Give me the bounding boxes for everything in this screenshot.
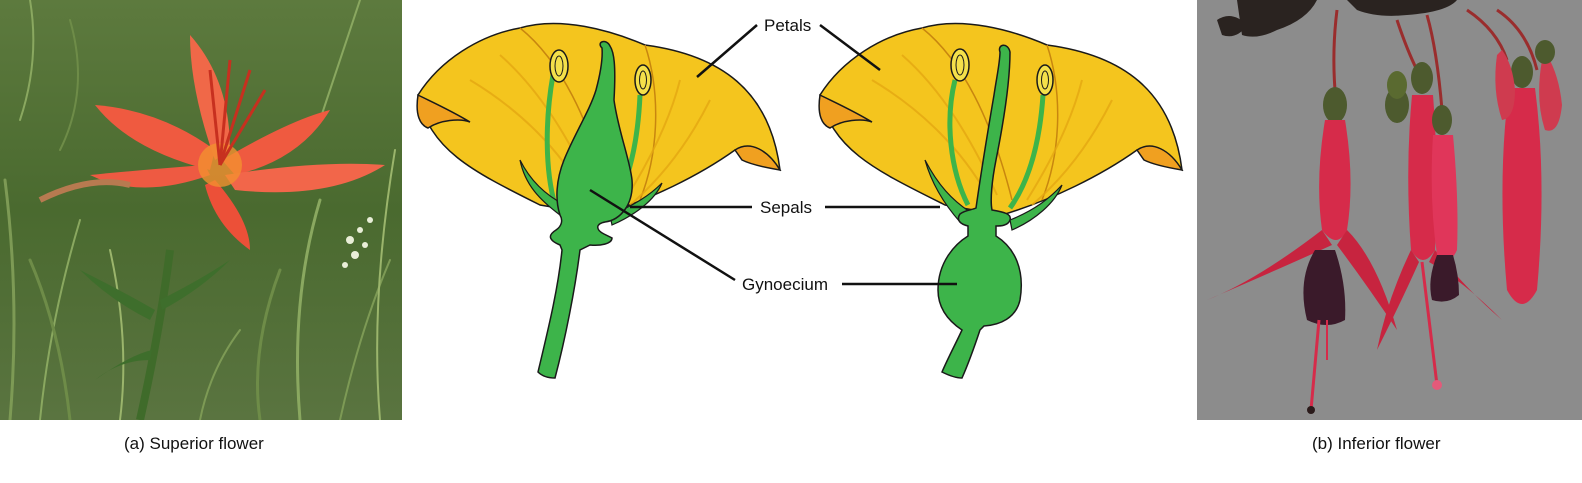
right-gynoecium [937, 44, 1022, 379]
sepals-label: Sepals [760, 198, 812, 217]
petals-leader-right [819, 24, 881, 71]
left-gynoecium [537, 40, 633, 379]
caption-superior-flower: (a) Superior flower [124, 434, 264, 453]
right-stamens [947, 48, 1054, 210]
caption-inferior-flower: (b) Inferior flower [1312, 434, 1441, 453]
left-sepals [519, 159, 663, 226]
gynoecium-leader-left [589, 188, 736, 282]
leader-lines [589, 24, 957, 286]
fuchsia-branch [1217, 0, 1457, 37]
fuchsia-bud-2 [1495, 40, 1562, 131]
superior-flower-diagram [416, 22, 782, 379]
right-sepals [924, 159, 1063, 231]
lily-stem [136, 249, 174, 420]
petals-label: Petals [764, 16, 811, 35]
inferior-flower-diagram [818, 22, 1184, 379]
lily-leaves [80, 260, 230, 380]
gynoecium-label: Gynoecium [742, 275, 828, 294]
superior-flower-photo [0, 0, 402, 420]
lily-flower [38, 35, 385, 250]
inferior-flower-photo [1197, 0, 1582, 420]
fuchsia-bud-1 [1385, 71, 1409, 123]
fuchsia-flower-3 [1430, 105, 1459, 302]
petals-leader-left [696, 24, 758, 78]
white-wildflowers [342, 217, 373, 268]
fuchsia-flower-1 [1207, 87, 1397, 414]
grass-blades [3, 0, 396, 420]
left-stamens [544, 49, 652, 212]
fuchsia-flower-4 [1502, 56, 1542, 304]
flower-structure-diagram: Petals Sepals Gynoecium [416, 16, 1184, 379]
fuchsia-stems [1332, 8, 1539, 111]
